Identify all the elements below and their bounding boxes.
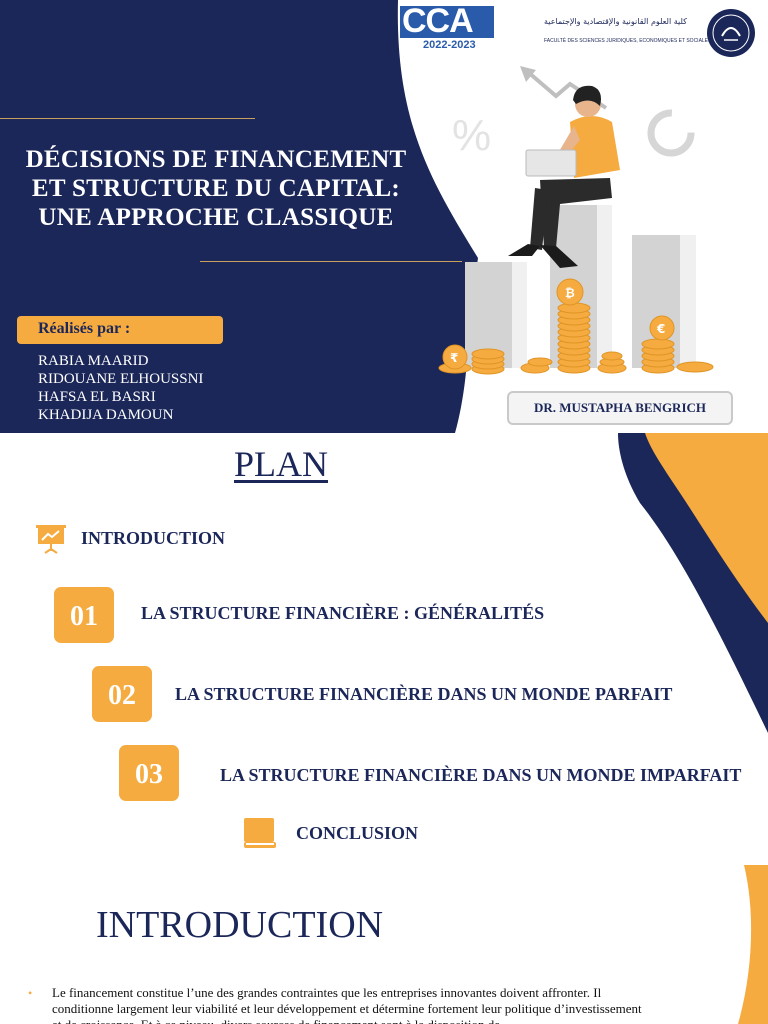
- realise-par-label: Réalisés par :: [38, 320, 131, 337]
- realise-par-badge: Réalisés par :: [17, 316, 223, 344]
- cca-logo: [400, 6, 494, 38]
- cca-logo-text: CCA: [402, 2, 474, 40]
- item-number-01: 01: [54, 587, 114, 643]
- title-line-3: UNE APPROCHE CLASSIQUE: [38, 204, 394, 231]
- plan-slide: PLAN INTRODUCTION 01 LA STRUCTURE FINANC…: [0, 433, 768, 865]
- person-illustration: [508, 85, 620, 268]
- percent-icon: %: [452, 111, 491, 160]
- introduction-paragraph: Le financement constitue l’une des grand…: [52, 985, 642, 1024]
- faculty-name-french: FACULTÉ DES SCIENCES JURIDIQUES, ECONOMI…: [544, 38, 712, 44]
- svg-text:€: €: [656, 322, 665, 336]
- author-name: RIDOUANE ELHOUSSNI: [38, 371, 204, 387]
- faculty-name-arabic: كلية العلوم القانونية والإقتصادية والإجت…: [544, 17, 687, 26]
- author-name: RABIA MAARID: [38, 353, 149, 369]
- introduction-slide: INTRODUCTION • Le financement constitue …: [0, 865, 768, 1024]
- professor-name-box: DR. MUSTAPHA BENGRICH: [507, 391, 733, 425]
- title-line-1: DÉCISIONS DE FINANCEMENT: [25, 146, 407, 173]
- donut-icon: [647, 109, 695, 157]
- svg-text:₹: ₹: [450, 351, 458, 365]
- svg-text:₿: ₿: [565, 286, 575, 300]
- authors-list: RABIA MAARID RIDOUANE ELHOUSSNI HAFSA EL…: [38, 352, 203, 424]
- author-name: HAFSA EL BASRI: [38, 389, 156, 405]
- intro-item-label: INTRODUCTION: [81, 528, 226, 548]
- plan-item-label: LA STRUCTURE FINANCIÈRE DANS UN MONDE PA…: [175, 684, 673, 704]
- introduction-title: INTRODUCTION: [96, 904, 384, 946]
- divider-bottom: [200, 261, 462, 262]
- title-slide: % ₹ ₿ €: [0, 0, 768, 433]
- author-name: KHADIJA DAMOUN: [38, 407, 174, 423]
- slide3-decoration: [738, 865, 768, 1024]
- bullet-marker: •: [28, 986, 33, 1000]
- plan-item-label: LA STRUCTURE FINANCIÈRE DANS UN MONDE IM…: [220, 765, 742, 785]
- plan-title: PLAN: [233, 444, 328, 484]
- university-seal-icon: [707, 9, 755, 57]
- presentation-title: DÉCISIONS DE FINANCEMENT ET STRUCTURE DU…: [0, 145, 432, 232]
- item-number-02: 02: [92, 666, 152, 722]
- item-number-03: 03: [119, 745, 179, 801]
- title-line-2: ET STRUCTURE DU CAPITAL:: [31, 175, 401, 202]
- book-icon: [244, 818, 276, 848]
- plan-item-label: LA STRUCTURE FINANCIÈRE : GÉNÉRALITÉS: [141, 603, 545, 623]
- conclusion-item-label: CONCLUSION: [296, 823, 419, 843]
- slide2-decoration: [618, 433, 768, 733]
- presentation-chart-icon: [36, 525, 66, 554]
- cca-logo-year: 2022-2023: [423, 39, 476, 51]
- divider-top: [0, 118, 255, 119]
